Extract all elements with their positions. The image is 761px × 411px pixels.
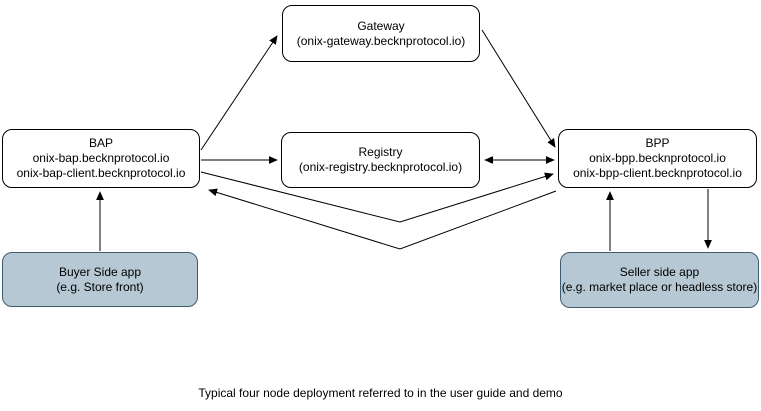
bpp-node: BPP onix-bpp.becknprotocol.io onix-bpp-c… bbox=[558, 129, 757, 188]
arrow-bap-to-bpp bbox=[200, 171, 554, 223]
buyer-app-title: Buyer Side app bbox=[58, 264, 142, 279]
bap-node: BAP onix-bap.becknprotocol.io onix-bap-c… bbox=[2, 129, 200, 188]
bap-domain: onix-bap.becknprotocol.io bbox=[32, 151, 170, 165]
buyer-app-example: (e.g. Store front) bbox=[56, 279, 144, 294]
seller-app-title: Seller side app bbox=[619, 265, 700, 279]
buyer-side-app-node: Buyer Side app (e.g. Store front) bbox=[2, 252, 198, 307]
gateway-node: Gateway (onix-gateway.becknprotocol.io) bbox=[282, 5, 480, 62]
bap-client-domain: onix-bap-client.becknprotocol.io bbox=[16, 166, 186, 180]
bpp-client-domain: onix-bpp-client.becknprotocol.io bbox=[573, 166, 742, 180]
gateway-title: Gateway bbox=[357, 18, 405, 33]
seller-app-example: (e.g. market place or headless store) bbox=[561, 280, 758, 294]
registry-node: Registry (onix-registry.becknprotocol.io… bbox=[281, 132, 480, 188]
arrow-bpp-to-bap bbox=[208, 188, 557, 250]
bap-title: BAP bbox=[88, 136, 113, 150]
gateway-domain: (onix-gateway.becknprotocol.io) bbox=[296, 33, 466, 48]
bpp-title: BPP bbox=[645, 136, 670, 150]
registry-title: Registry bbox=[358, 145, 403, 159]
registry-domain: (onix-registry.becknprotocol.io) bbox=[298, 160, 463, 174]
arrow-gateway-to-bpp bbox=[481, 29, 556, 148]
arrow-bap-to-gateway bbox=[200, 35, 278, 151]
seller-side-app-node: Seller side app (e.g. market place or he… bbox=[560, 252, 759, 308]
bpp-domain: onix-bpp.becknprotocol.io bbox=[589, 151, 726, 165]
diagram-caption: Typical four node deployment referred to… bbox=[198, 386, 563, 400]
